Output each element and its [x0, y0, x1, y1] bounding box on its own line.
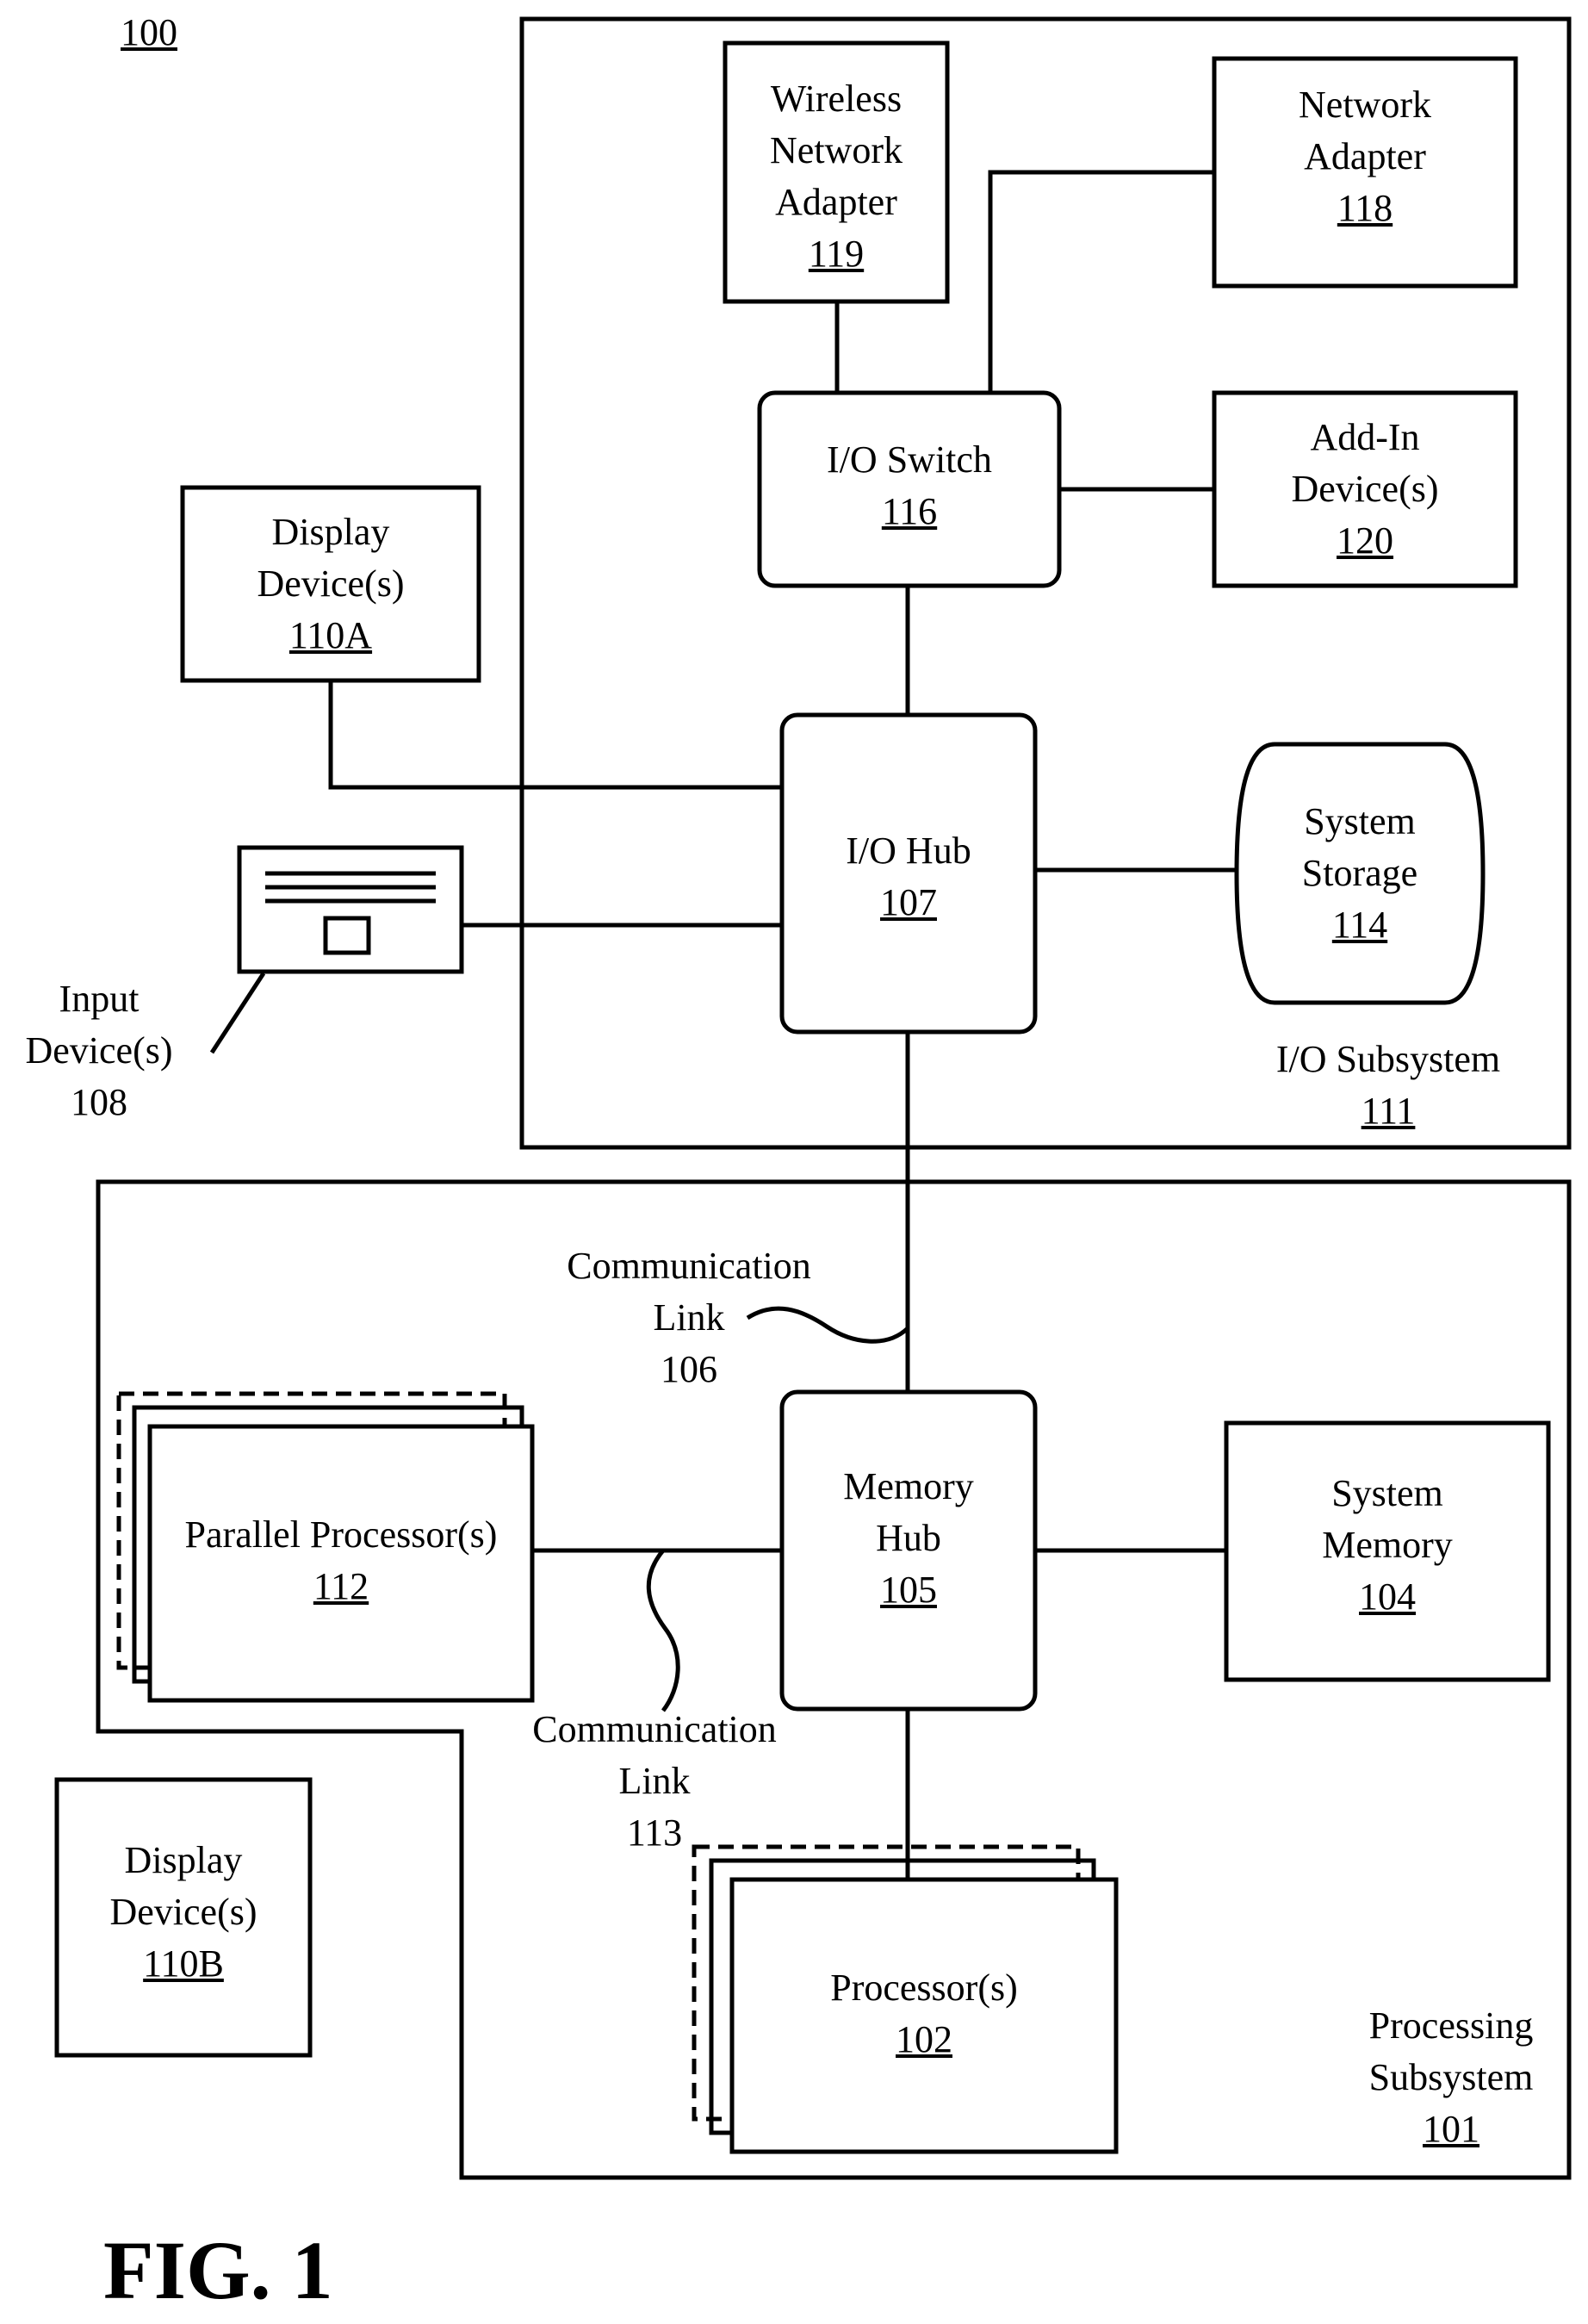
communication-link-113-label: Communication Link 113 — [499, 1704, 810, 1859]
link-switch-to-network-adapter — [990, 172, 1214, 393]
communication-link-106-label: Communication Link 106 — [534, 1240, 844, 1395]
processors-label: Processor(s) 102 — [732, 1962, 1116, 2066]
diagram-number: 100 — [121, 10, 177, 54]
figure-caption: FIG. 1 — [103, 2222, 333, 2318]
input-device-button — [326, 918, 369, 953]
io-hub-label: I/O Hub 107 — [782, 825, 1035, 929]
add-in-devices-label: Add-In Device(s) 120 — [1214, 412, 1516, 567]
input-devices-label: Input Device(s) 108 — [9, 973, 189, 1128]
parallel-processors-label: Parallel Processor(s) 112 — [150, 1509, 532, 1613]
memory-hub-label: Memory Hub 105 — [782, 1461, 1035, 1616]
comm-link-113-squiggle — [648, 1550, 678, 1711]
io-subsystem-label: I/O Subsystem 111 — [1233, 1034, 1543, 1137]
display-devices-b-label: Display Device(s) 110B — [57, 1835, 310, 1990]
network-adapter-label: Network Adapter 118 — [1214, 79, 1516, 234]
io-switch-label: I/O Switch 116 — [760, 434, 1059, 538]
display-devices-a-label: Display Device(s) 110A — [183, 506, 479, 662]
input-device-leader — [212, 973, 264, 1053]
system-memory-label: System Memory 104 — [1226, 1468, 1548, 1623]
link-display-a-to-hub — [331, 680, 782, 787]
system-storage-label: System Storage 114 — [1237, 796, 1483, 951]
processing-subsystem-label: Processing Subsystem 101 — [1343, 2000, 1559, 2155]
wireless-network-adapter-label: Wireless Network Adapter 119 — [725, 73, 947, 280]
